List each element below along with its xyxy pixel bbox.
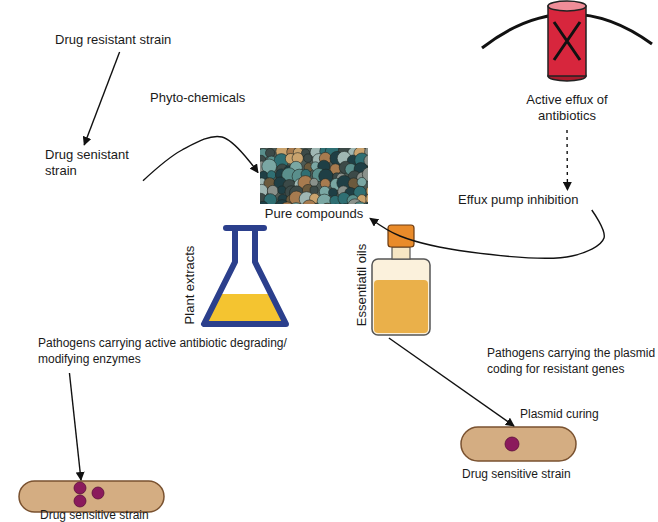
node-text: Active effux of antibiotics	[512, 92, 622, 124]
bead	[320, 203, 334, 204]
node-text: Plant extracts	[182, 230, 198, 340]
bead	[353, 202, 367, 204]
node-text: Essentiatil oils	[354, 230, 370, 340]
plant-extract-flask: Plant extracts	[182, 222, 294, 334]
bacterial-cell: Drug sensitive strain	[18, 480, 168, 522]
bead	[304, 154, 313, 163]
edge-label: Phyto-chemicals	[150, 90, 260, 106]
bead	[357, 177, 366, 186]
bead	[317, 194, 332, 204]
bottle-body	[372, 259, 430, 335]
arrow-connector	[69, 373, 81, 480]
flask-outline	[204, 228, 286, 324]
bead	[310, 186, 318, 194]
pure-compounds: Pure compounds	[258, 146, 370, 222]
pathogen-label: Pathogens carrying active antibiotic deg…	[38, 333, 300, 373]
strain-label: Drug resistant strain	[55, 32, 225, 52]
bead	[365, 202, 368, 204]
plasmid-dot	[74, 495, 86, 507]
bead	[313, 204, 321, 205]
strain-label: Drug senistant strain	[45, 145, 143, 187]
node-text: Drug senistant strain	[45, 147, 143, 179]
blocked-cross	[554, 22, 580, 60]
plasmid-dot	[92, 487, 104, 499]
pump-top	[548, 1, 586, 11]
bead	[260, 201, 268, 204]
node-text: Drug sensitive strain	[462, 466, 580, 482]
arrow-connector	[143, 136, 258, 180]
node-text: Drug sensitive strain	[40, 507, 166, 522]
rod-cell	[461, 427, 576, 461]
compound-photo	[260, 148, 368, 204]
bead	[289, 203, 302, 204]
plant-extract-flask-drawing	[182, 222, 294, 334]
bacterial-cell: Drug sensitive strain	[460, 426, 580, 484]
annotation-text: Plasmid curing	[520, 406, 620, 422]
oil-liquid	[374, 280, 428, 333]
inhibition-label: Effux pump inhibition	[458, 190, 610, 210]
annotation-text: Pathogens carrying the plasmid coding fo…	[487, 345, 658, 377]
node-text: Pure compounds	[258, 206, 370, 222]
bead	[302, 200, 317, 204]
essential-oil-bottle: Essentiatil oils	[352, 222, 434, 338]
plasmid-dot	[505, 437, 519, 451]
bead	[278, 186, 286, 194]
rod-cell	[19, 481, 164, 512]
arrow-connector	[389, 338, 514, 426]
dotted-arrow	[566, 130, 568, 190]
efflux-pump: Active effux of antibiotics	[478, 0, 656, 130]
plasmid-dot	[74, 482, 86, 494]
node-text: Pathogens carrying active antibiotic deg…	[38, 335, 300, 367]
node-text: Drug resistant strain	[55, 32, 225, 48]
arrow-connector	[370, 210, 604, 258]
arrow-connector	[84, 52, 119, 145]
bottle-neck	[392, 247, 410, 259]
bottle-cap	[388, 225, 414, 247]
flask-lip	[226, 225, 264, 231]
pump-body	[548, 6, 586, 76]
node-text: Effux pump inhibition	[458, 192, 610, 208]
